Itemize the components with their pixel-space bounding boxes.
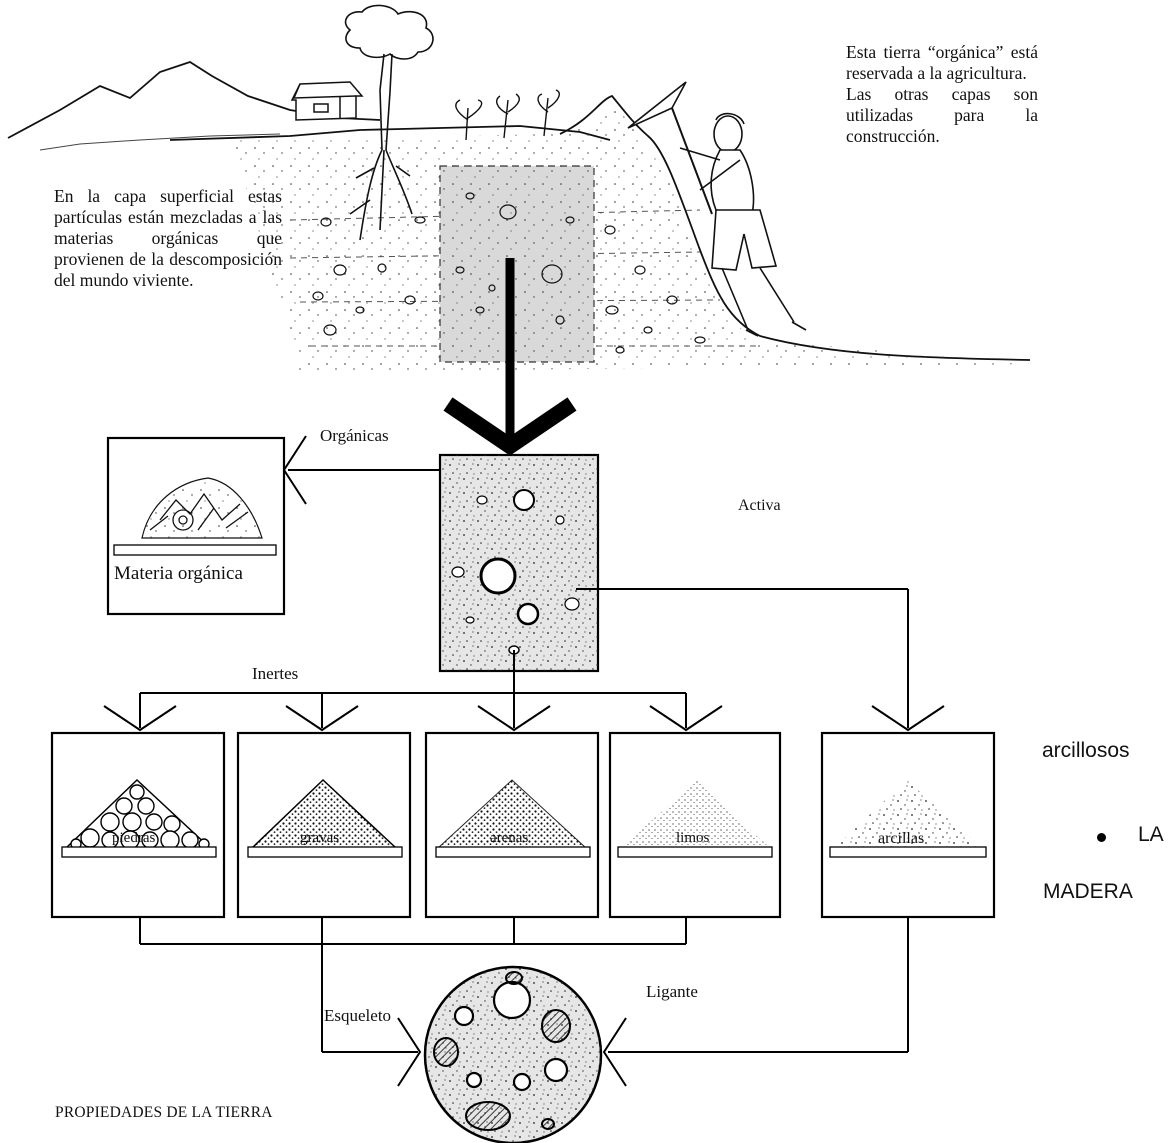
right-description: Esta tierra “orgánica” está reservada a …: [846, 42, 1038, 147]
house-icon: [290, 81, 364, 121]
label-piedras: piedras: [112, 830, 156, 846]
pile-arcillas: [834, 780, 982, 848]
label-arcillas: arcillas: [878, 830, 925, 847]
tree-icon: [344, 4, 434, 241]
side-text-arcillosos: arcillosos: [1042, 739, 1130, 762]
landscape: [7, 4, 1031, 372]
active-soil-box: [438, 453, 600, 673]
right-paragraph-1: Esta tierra “orgánica” está reservada a …: [846, 42, 1038, 83]
label-inertes: Inertes: [252, 664, 299, 683]
footer-title: PROPIEDADES DE LA TIERRA: [55, 1104, 273, 1121]
inert-connectors: [103, 588, 945, 732]
result-circle: [423, 965, 603, 1143]
right-paragraph-2: Las otras capas son utilizadas para la c…: [846, 84, 1038, 146]
down-arrow: [443, 258, 577, 456]
side-text-madera: MADERA: [1043, 880, 1133, 903]
label-ligante: Ligante: [646, 982, 698, 1001]
label-organicas: Orgánicas: [320, 426, 389, 445]
left-description: En la capa superficial estas partículas …: [54, 186, 282, 291]
label-arenas: arenas: [490, 830, 529, 846]
organic-connector: [282, 435, 440, 505]
left-paragraph: En la capa superficial estas partículas …: [54, 186, 282, 290]
label-gravas: gravas: [300, 830, 340, 846]
label-esqueleto: Esqueleto: [324, 1006, 392, 1025]
organic-matter-box: [106, 436, 286, 616]
bottom-connectors: [139, 917, 909, 1087]
label-materia-organica: Materia orgánica: [114, 563, 243, 584]
label-limos: limos: [676, 830, 710, 846]
bullet-icon: [1097, 833, 1106, 842]
box-gravas: [236, 731, 412, 919]
side-text-la: LA: [1138, 823, 1164, 846]
material-boxes: [50, 731, 996, 919]
label-activa: Activa: [738, 497, 781, 514]
soil-body: [232, 100, 1030, 372]
plants-icon: [455, 89, 560, 141]
worker-icon: [627, 81, 807, 337]
pile-limos: [622, 780, 770, 848]
